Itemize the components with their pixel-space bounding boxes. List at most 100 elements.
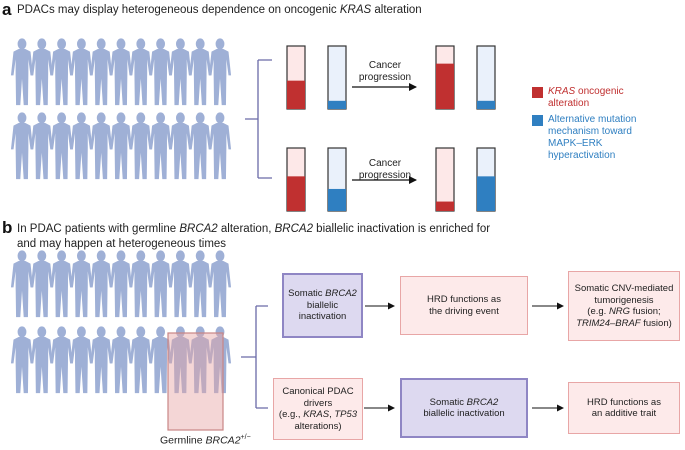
human-figure-icon: [50, 112, 73, 180]
legend-alt-line4: hyperactivation: [548, 150, 616, 161]
legend-alt: Alternative mutation mechanism toward MA…: [548, 114, 636, 162]
panel-a-bracket: [245, 59, 272, 179]
human-figure-icon: [149, 326, 172, 394]
arrow-label-top: Cancer progression: [350, 60, 420, 84]
box-somatic-cnv-l3-post: fusion;: [630, 306, 661, 317]
human-figure-icon: [208, 250, 232, 318]
box-somatic-brca2-bottom-gene: BRCA2: [466, 396, 499, 408]
human-figure-icon: [189, 112, 212, 180]
human-figure-icon: [50, 326, 73, 394]
box-somatic-brca2-top-l2: biallelic inactivation: [298, 299, 347, 323]
human-figure-icon: [70, 326, 93, 394]
human-figure-icon: [169, 112, 192, 180]
human-figure-icon: [129, 326, 152, 394]
panel-b-title-line2: and may happen at heterogeneous times: [17, 238, 227, 250]
panel-b-letter: b: [2, 218, 13, 237]
human-figure-icon: [149, 250, 172, 318]
box-somatic-cnv-l3-pre: (e.g.: [587, 306, 609, 317]
legend-alt-line3: MAPK–ERK: [548, 138, 603, 149]
human-figure-icon: [70, 250, 93, 318]
human-figure-icon: [30, 250, 53, 318]
human-figure-icon: [70, 112, 93, 180]
human-figure-icon: [10, 38, 34, 106]
box-canonical-drivers-gene1: KRAS: [303, 409, 330, 420]
human-figure-icon: [30, 112, 53, 180]
human-figure-icon: [90, 326, 113, 394]
human-figure-icon: [149, 38, 172, 106]
arrow-label-bottom-line2: progression: [358, 170, 412, 181]
panel-a-letter: a: [2, 0, 12, 19]
box-hrd-driving-l1: HRD functions as: [427, 294, 501, 305]
germline-label-sup: +/−: [240, 434, 251, 441]
human-figure-icon: [169, 38, 192, 106]
bar-fill: [328, 188, 346, 211]
germline-label-pre: Germline: [160, 434, 206, 447]
human-figure-icon: [109, 250, 133, 318]
box-hrd-additive-l1: HRD functions as: [587, 396, 661, 408]
human-figure-icon: [30, 326, 53, 394]
panel-b-title-2: alteration,: [217, 223, 275, 235]
panel-b-title-3: biallelic inactivation is enriched for: [312, 223, 491, 235]
arrow-label-top-line2: progression: [358, 72, 412, 83]
bar-fill: [436, 201, 454, 211]
human-figure-icon: [109, 112, 133, 180]
panel-b-title-gene1: BRCA2: [179, 223, 218, 235]
legend-alt-line1: Alternative mutation: [548, 114, 637, 125]
box-somatic-cnv-l4-post: fusion): [640, 317, 672, 329]
box-somatic-cnv-l3-gene: NRG: [608, 306, 631, 317]
panel-a-title: PDACs may display heterogeneous dependen…: [17, 3, 422, 18]
germline-label-gene: BRCA2: [205, 434, 241, 447]
box-somatic-cnv-l2: tumorigenesis: [594, 294, 654, 306]
human-figure-icon: [50, 250, 73, 318]
legend-kras-line1: oncogenic: [575, 86, 624, 97]
human-figure-icon: [208, 112, 232, 180]
panel-b-title: In PDAC patients with germline BRCA2 alt…: [17, 222, 490, 252]
arrow-label-top-line1: Cancer: [368, 60, 402, 71]
box-somatic-brca2-top-gene: BRCA2: [325, 288, 357, 300]
human-figure-icon: [208, 38, 232, 106]
human-figure-icon: [90, 250, 113, 318]
human-figure-icon: [169, 250, 192, 318]
human-figure-icon: [10, 250, 34, 318]
human-figure-icon: [208, 326, 232, 394]
human-figure-icon: [189, 250, 212, 318]
human-figure-icon: [90, 112, 113, 180]
human-figure-icon: [109, 38, 133, 106]
box-canonical-drivers-l4: alterations): [294, 420, 342, 432]
legend-alt-line2: mechanism toward: [548, 126, 632, 137]
legend-kras-gene: KRAS: [548, 86, 576, 97]
arrow-label-bottom: Cancer progression: [350, 158, 420, 182]
panel-a-title-end: alteration: [371, 4, 422, 16]
germline-label: Germline BRCA2+/−: [160, 434, 251, 447]
box-canonical-drivers-gene2: TP53: [334, 409, 358, 420]
human-figure-icon: [10, 326, 34, 394]
box-somatic-cnv-l4-gene: TRIM24–BRAF: [576, 317, 641, 329]
bar-fill: [287, 80, 305, 109]
legend-kras-line2: alteration: [548, 98, 590, 109]
box-canonical-drivers-l1: Canonical PDAC: [282, 386, 354, 397]
bar-fill: [477, 100, 495, 109]
box-somatic-brca2-bottom-l2: biallelic inactivation: [423, 408, 505, 419]
human-figure-icon: [109, 326, 133, 394]
human-figure-icon: [129, 112, 152, 180]
human-figure-icon: [30, 38, 53, 106]
human-figure-icon: [129, 250, 152, 318]
human-figure-icon: [149, 112, 172, 180]
box-canonical-drivers-l2: drivers: [303, 397, 333, 409]
bar-fill: [328, 100, 346, 109]
panel-b-title-1: In PDAC patients with germline: [17, 223, 180, 235]
legend-swatch-alt: [532, 115, 543, 126]
box-canonical-drivers-sep: ,: [329, 409, 335, 420]
bar-fill: [477, 176, 495, 211]
human-figure-icon: [10, 112, 34, 180]
box-somatic-brca2-top-l1: Somatic: [288, 288, 326, 300]
human-figure-icon: [189, 326, 212, 394]
box-somatic-cnv-l1: Somatic CNV-mediated: [574, 283, 674, 294]
